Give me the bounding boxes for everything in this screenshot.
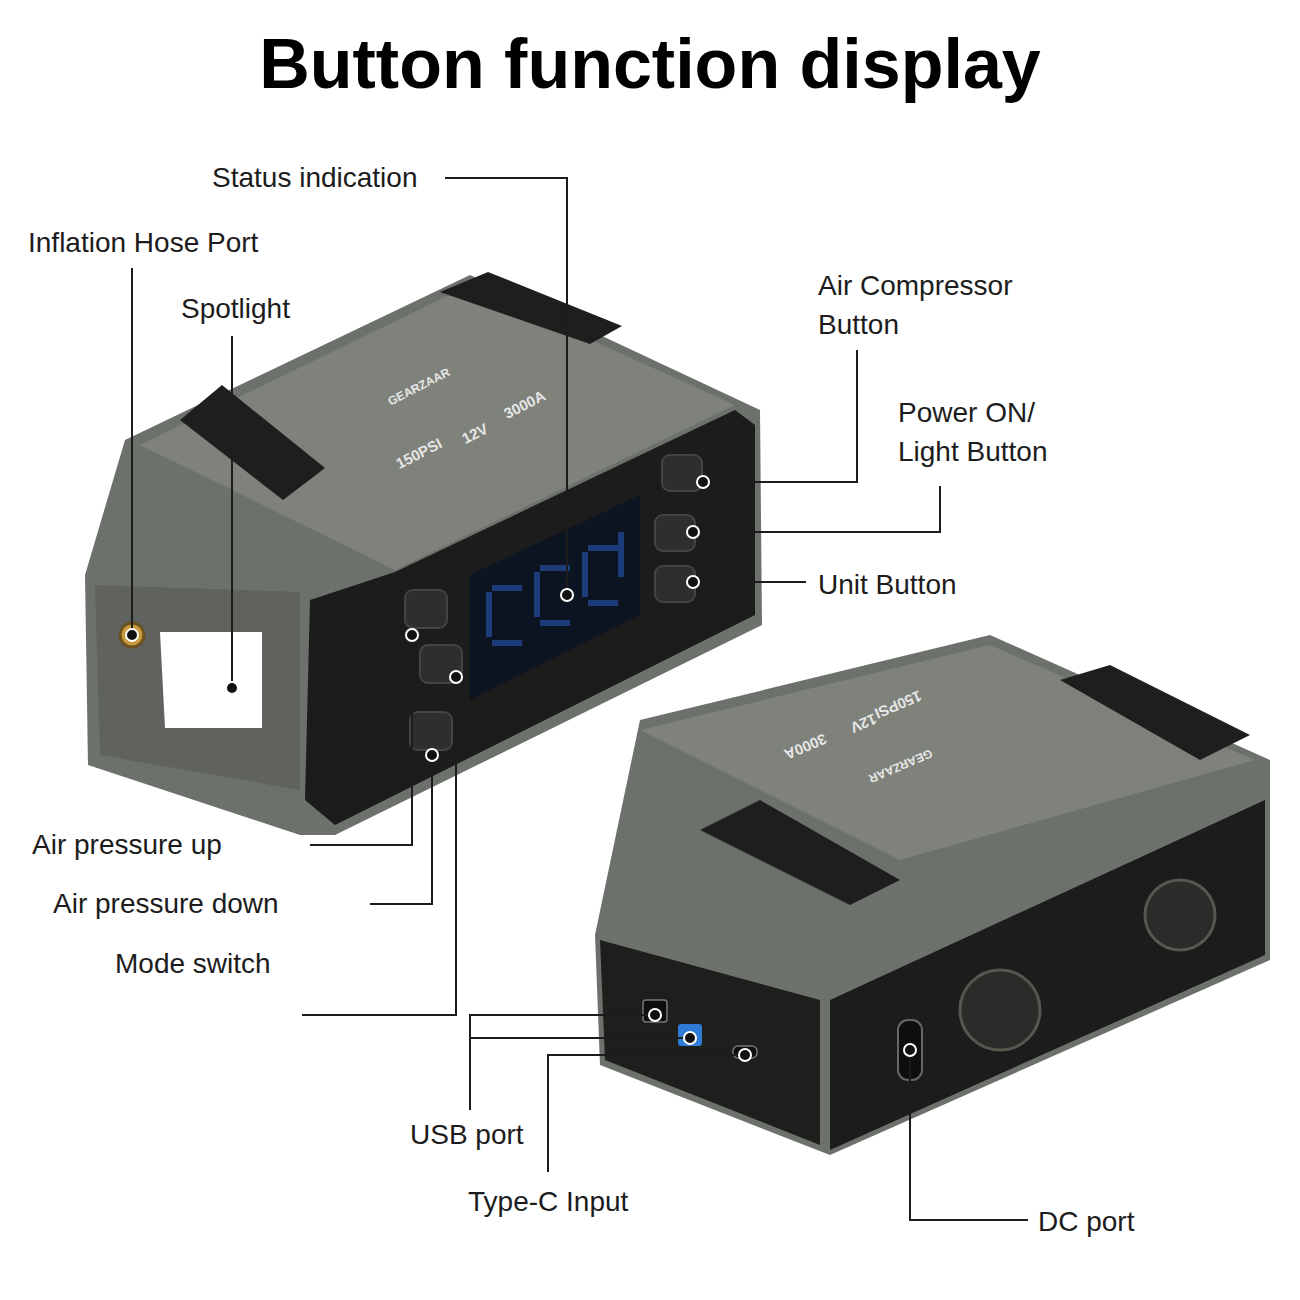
part-label: Status indication [212, 158, 417, 197]
part-label: DC port [1038, 1202, 1134, 1241]
part-label: USB port [410, 1115, 524, 1154]
part-label: Power ON/ Light Button [898, 393, 1080, 471]
part-label: Air pressure down [53, 884, 279, 923]
device-back [595, 635, 1270, 1155]
part-label: Air pressure up [32, 825, 222, 864]
title: Button function display [0, 22, 1300, 106]
part-label: Spotlight [181, 289, 290, 328]
part-label: Type-C Input [468, 1182, 628, 1221]
part-label: Air Compressor Button [818, 266, 1033, 344]
part-label: Inflation Hose Port [28, 223, 258, 262]
part-label: Unit Button [818, 565, 957, 604]
part-label: Mode switch [115, 944, 271, 983]
